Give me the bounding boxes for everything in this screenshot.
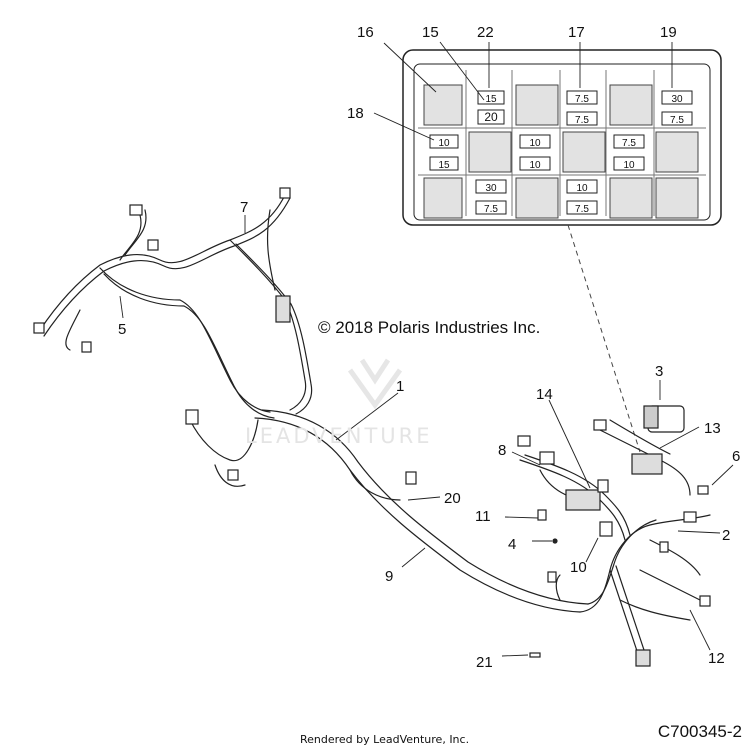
callout-12: 12 [708,650,725,667]
fuse-value: 7.5 [575,204,589,215]
callout-9: 9 [385,568,393,585]
connector-icon [659,541,669,553]
watermark-logo-icon [347,358,403,410]
leader-lines [119,41,734,657]
callout-10: 10 [570,559,587,576]
fuse-value: 10 [623,160,635,171]
inset-link-line [567,224,641,453]
connector-icon [227,469,239,481]
diagram-id: C700345-2 [657,722,742,741]
fuse-value: 10 [576,183,588,194]
connector-icon [537,509,547,521]
fuse-icon [529,652,541,658]
callout-4: 4 [508,536,516,553]
connector-icon [185,409,199,425]
callout-16: 16 [357,24,374,41]
fuse-values: 15 20 7.5 7.5 30 7.5 10 15 10 10 7.5 10 … [438,94,684,215]
connector-icon [279,187,291,199]
callout-17: 17 [568,24,585,41]
callout-14: 14 [536,386,553,403]
connector-icon [699,595,711,607]
connector-icon [147,239,159,251]
fuse-value: 15 [438,160,450,171]
fuse-value: 15 [485,94,497,105]
callout-18: 18 [347,105,364,122]
callout-1: 1 [396,378,404,395]
callout-19: 19 [660,24,677,41]
connector-icon [599,521,613,537]
render-credit: Rendered by LeadVenture, Inc. [300,733,470,746]
connector-icon [593,419,607,431]
callout-labels: 1 2 3 4 5 6 7 8 9 10 11 12 13 14 15 16 1… [118,24,740,671]
callout-21: 21 [476,654,493,671]
fuse-value: 7.5 [670,115,684,126]
fuse-value: 10 [438,138,450,149]
fuse-value: 30 [485,183,497,194]
fuse-strip-icon [643,405,659,429]
connector-icon [539,451,555,465]
connector-icon [129,204,143,216]
callout-20: 20 [444,490,461,507]
fuse-value: 10 [529,160,541,171]
fastener-icon [552,538,558,544]
watermark-text: LEADVENTURE [245,424,433,448]
callout-7: 7 [240,199,248,216]
connector-icon [33,322,45,334]
callout-15: 15 [422,24,439,41]
main-harness [39,194,711,661]
fuse-box-inset [402,49,722,226]
fuse-value: 7.5 [622,138,636,149]
connector-icon [697,485,709,495]
connector-icon [683,511,697,523]
connector-icon [635,649,651,667]
connector-icon [547,571,557,583]
callout-6: 6 [732,448,740,465]
callout-13: 13 [704,420,721,437]
fuse-value: 7.5 [575,94,589,105]
fuse-value: 30 [671,94,683,105]
fuse-box-icon [565,489,601,511]
harness-connectors [33,187,711,667]
fuse-value: 7.5 [484,204,498,215]
callout-8: 8 [498,442,506,459]
connector-icon [275,295,291,323]
callout-22: 22 [477,24,494,41]
connector-icon [405,471,417,485]
connector-icon [81,341,92,353]
callout-3: 3 [655,363,663,380]
fuse-value: 7.5 [575,115,589,126]
fuse-value: 10 [529,138,541,149]
callout-11: 11 [475,508,491,525]
copyright-notice: © 2018 Polaris Industries Inc. [318,318,541,337]
connector-icon [517,435,531,447]
fuse-value: 20 [484,110,498,124]
callout-5: 5 [118,321,126,338]
connector-icon [597,479,609,493]
connector-icon [631,453,663,475]
callout-2: 2 [722,527,730,544]
